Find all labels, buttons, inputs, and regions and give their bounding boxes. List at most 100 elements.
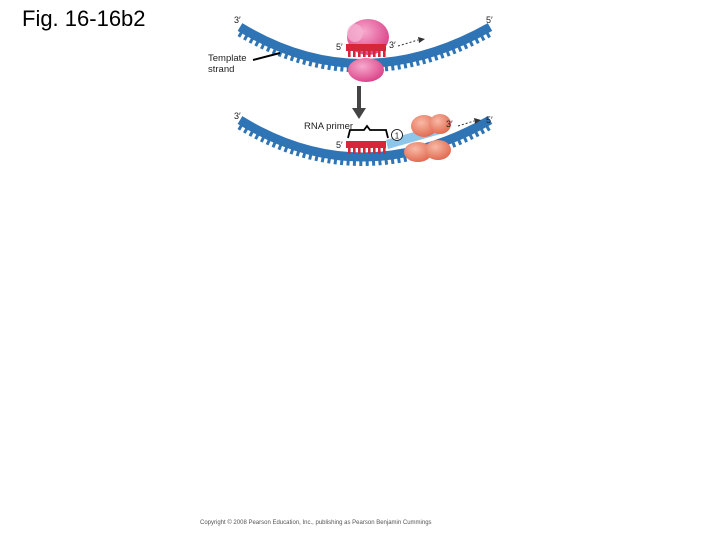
strand-base (261, 137, 264, 142)
strand-base (279, 144, 281, 150)
strand-base (429, 56, 431, 62)
primer-base (373, 50, 376, 57)
strand-base (470, 134, 473, 139)
primase-left-end-label: 5′ (336, 42, 343, 52)
strand-base (335, 65, 336, 71)
strand-base (475, 131, 478, 136)
strand-base (435, 55, 437, 61)
strand-base (405, 156, 406, 162)
strand-base (322, 156, 323, 162)
strand-base (487, 32, 490, 37)
primer-base (353, 147, 356, 154)
step-number: 1 (395, 132, 400, 141)
strand-base (386, 65, 387, 71)
primer-base (348, 147, 351, 154)
transition-arrow (352, 86, 366, 119)
strand-base (392, 64, 393, 70)
primer-base (363, 147, 366, 154)
strand-base (316, 62, 317, 68)
top-end-left-label: 3′ (234, 15, 241, 25)
strand-base (411, 61, 412, 67)
strand-base (329, 157, 330, 163)
strand-base (304, 59, 306, 65)
strand-base (476, 38, 479, 43)
strand-base (256, 134, 259, 139)
strand-base (273, 142, 275, 148)
step-number-marker: 1 (392, 130, 403, 141)
strand-base (481, 35, 484, 40)
primer-base (378, 147, 381, 154)
top-panel: 3′ 5′ 5′ 3′ Template strand (208, 15, 493, 82)
rna-primer (346, 141, 386, 154)
strand-base (398, 157, 399, 163)
synthesis-arrow-top (398, 37, 425, 46)
primer-base (363, 50, 366, 57)
strand-base (267, 139, 269, 144)
strand-base (239, 32, 242, 37)
strand-base (453, 48, 455, 54)
strand-base (291, 148, 293, 154)
strand-base (417, 60, 418, 66)
strand-base (285, 53, 287, 59)
primer-left-end-label: 5′ (336, 140, 343, 150)
strand-base (392, 158, 393, 164)
bottom-end-left-label: 3′ (234, 111, 241, 121)
strand-base (297, 150, 299, 156)
strand-base (310, 60, 311, 66)
strand-base (423, 58, 425, 64)
strand-base (297, 57, 299, 63)
strand-base (310, 154, 311, 160)
strand-base (335, 158, 336, 164)
primer-base (368, 50, 371, 57)
template-label-pointer (253, 53, 280, 60)
strand-base (481, 128, 484, 133)
strand-base (244, 128, 247, 133)
strand-base (329, 64, 330, 70)
strand-base (291, 55, 293, 61)
primer-base (348, 50, 351, 57)
primase-right-end-label: 3′ (389, 40, 396, 50)
strand-base (261, 43, 264, 48)
strand-base (239, 125, 242, 130)
strand-base (486, 125, 489, 130)
rna-primer-bracket (348, 126, 388, 138)
strand-base (267, 46, 269, 51)
primer-base (358, 147, 361, 154)
copyright-notice: Copyright © 2008 Pearson Education, Inc.… (200, 520, 432, 526)
strand-base (399, 64, 400, 70)
rna-segment-top (346, 44, 386, 57)
primer-base (368, 147, 371, 154)
strand-base (303, 152, 305, 158)
strand-base (342, 66, 343, 72)
rna-primer-label: RNA primer (304, 121, 353, 132)
strand-base (458, 139, 460, 145)
strand-base (441, 53, 443, 59)
strand-base (386, 159, 387, 165)
bottom-end-right-label: 5′ (486, 115, 493, 125)
strand-base (250, 38, 253, 43)
strand-base (341, 159, 342, 165)
strand-base (459, 46, 461, 52)
template-strand-label: Template strand (208, 53, 249, 75)
strand-base (285, 146, 287, 152)
strand-base (322, 63, 323, 69)
bottom-panel: 1 3′ 5′ 5′ RNA primer 3′ (234, 111, 493, 166)
strand-base (244, 35, 247, 40)
top-end-right-label: 5′ (486, 15, 493, 25)
polymerase-end-label: 3′ (446, 119, 453, 129)
strand-base (464, 137, 466, 142)
strand-base (447, 50, 449, 56)
strand-base (453, 142, 455, 148)
strand-base (464, 43, 466, 48)
primer-base (353, 50, 356, 57)
strand-base (470, 41, 473, 46)
primer-base (383, 147, 386, 154)
primer-base (373, 147, 376, 154)
strand-base (250, 131, 253, 136)
strand-base (405, 62, 406, 68)
primer-base (378, 50, 381, 57)
primer-base (383, 50, 386, 57)
strand-base (316, 155, 317, 161)
primer-base (358, 50, 361, 57)
